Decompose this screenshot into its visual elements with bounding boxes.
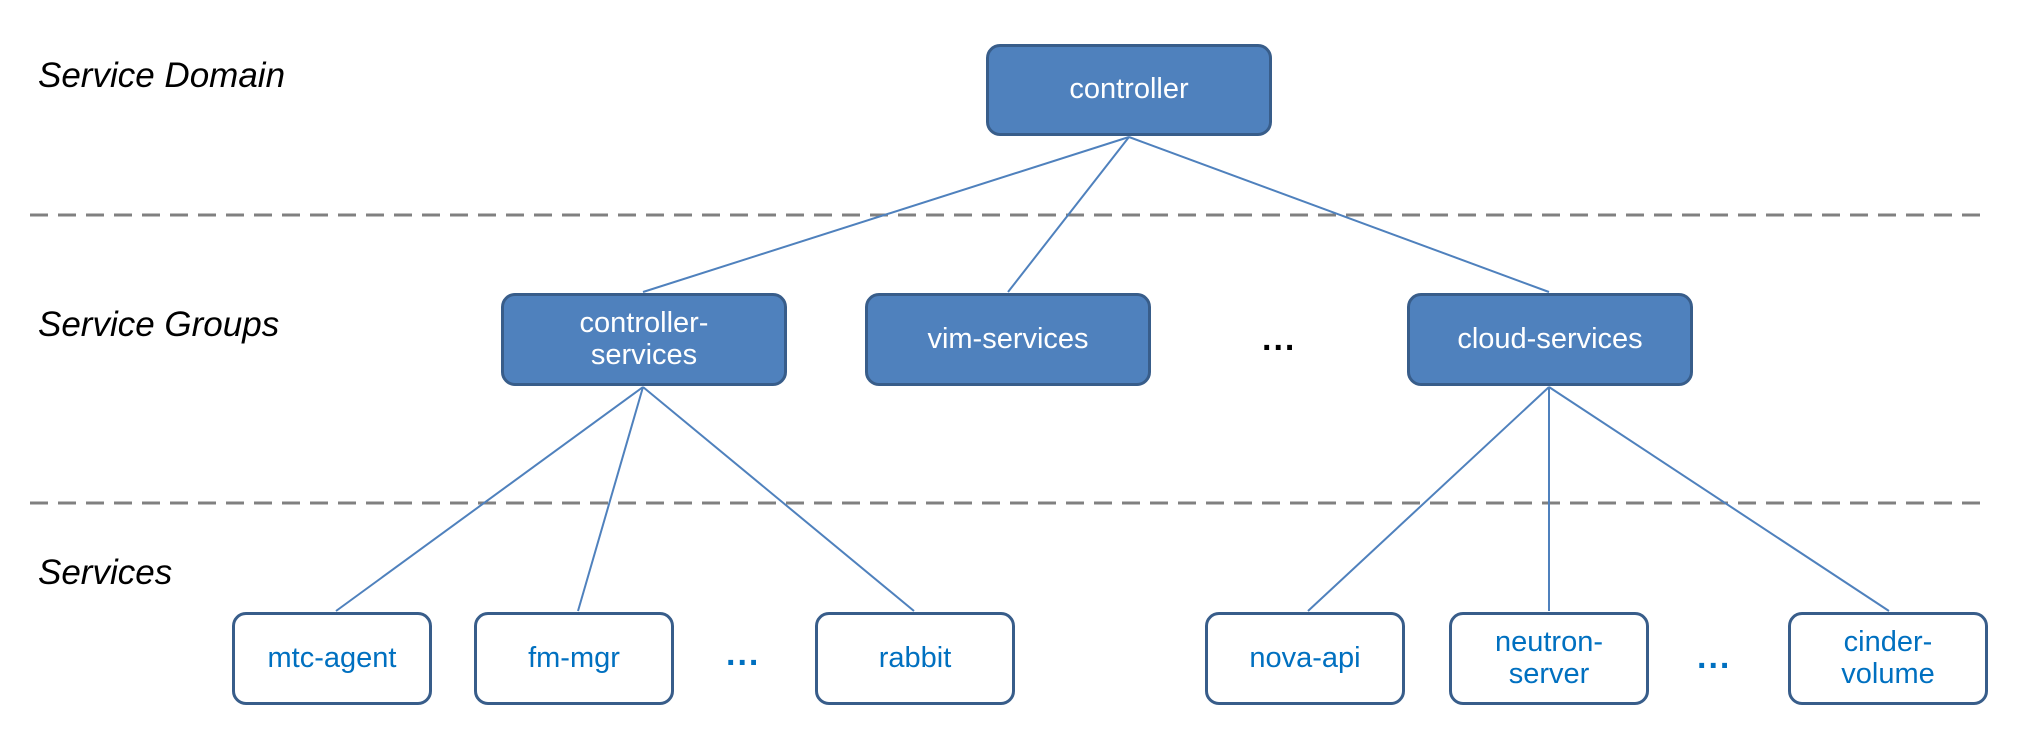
- node-cloud-services-label: cloud-services: [1457, 322, 1643, 355]
- node-fm-mgr-label: fm-mgr: [528, 641, 620, 674]
- node-mtc-agent[interactable]: mtc-agent: [232, 612, 432, 705]
- connector-cloud-services-to-nova-api: [1307, 386, 1550, 612]
- node-vim-services[interactable]: vim-services: [865, 293, 1151, 386]
- node-mtc-agent-label: mtc-agent: [267, 641, 397, 674]
- node-rabbit-label: rabbit: [878, 641, 952, 674]
- node-fm-mgr[interactable]: fm-mgr: [474, 612, 674, 705]
- connector-cloud-services-to-cinder-volume: [1548, 386, 1890, 612]
- connector-controller-to-vim-services: [1007, 136, 1130, 293]
- service-ellipsis-right: ...: [1697, 638, 1732, 676]
- layer-label-service-groups: Service Groups: [38, 305, 280, 344]
- group-ellipsis: ...: [1262, 320, 1297, 358]
- node-cloud-services[interactable]: cloud-services: [1407, 293, 1693, 386]
- node-controller-services[interactable]: controller- services: [501, 293, 787, 386]
- node-vim-services-label: vim-services: [927, 322, 1089, 355]
- connector-controller-to-controller-services: [642, 136, 1130, 293]
- node-controller[interactable]: controller: [986, 44, 1272, 136]
- layer-label-services: Services: [38, 553, 173, 592]
- node-cinder-volume-label: cinder- volume: [1841, 625, 1935, 690]
- node-neutron-server-label: neutron- server: [1494, 625, 1603, 690]
- node-controller-services-label: controller- services: [579, 306, 709, 371]
- node-nova-api-label: nova-api: [1249, 641, 1361, 674]
- connector-controller-to-cloud-services: [1128, 136, 1550, 293]
- connector-controller-services-to-mtc-agent: [335, 386, 644, 612]
- node-controller-label: controller: [1069, 73, 1189, 106]
- layer-label-service-domain: Service Domain: [38, 56, 286, 95]
- node-nova-api[interactable]: nova-api: [1205, 612, 1405, 705]
- node-rabbit[interactable]: rabbit: [815, 612, 1015, 705]
- service-ellipsis-left: ...: [726, 635, 761, 673]
- connector-controller-services-to-fm-mgr: [577, 386, 644, 612]
- node-cinder-volume[interactable]: cinder- volume: [1788, 612, 1988, 705]
- connector-controller-services-to-rabbit: [642, 386, 915, 612]
- node-neutron-server[interactable]: neutron- server: [1449, 612, 1649, 705]
